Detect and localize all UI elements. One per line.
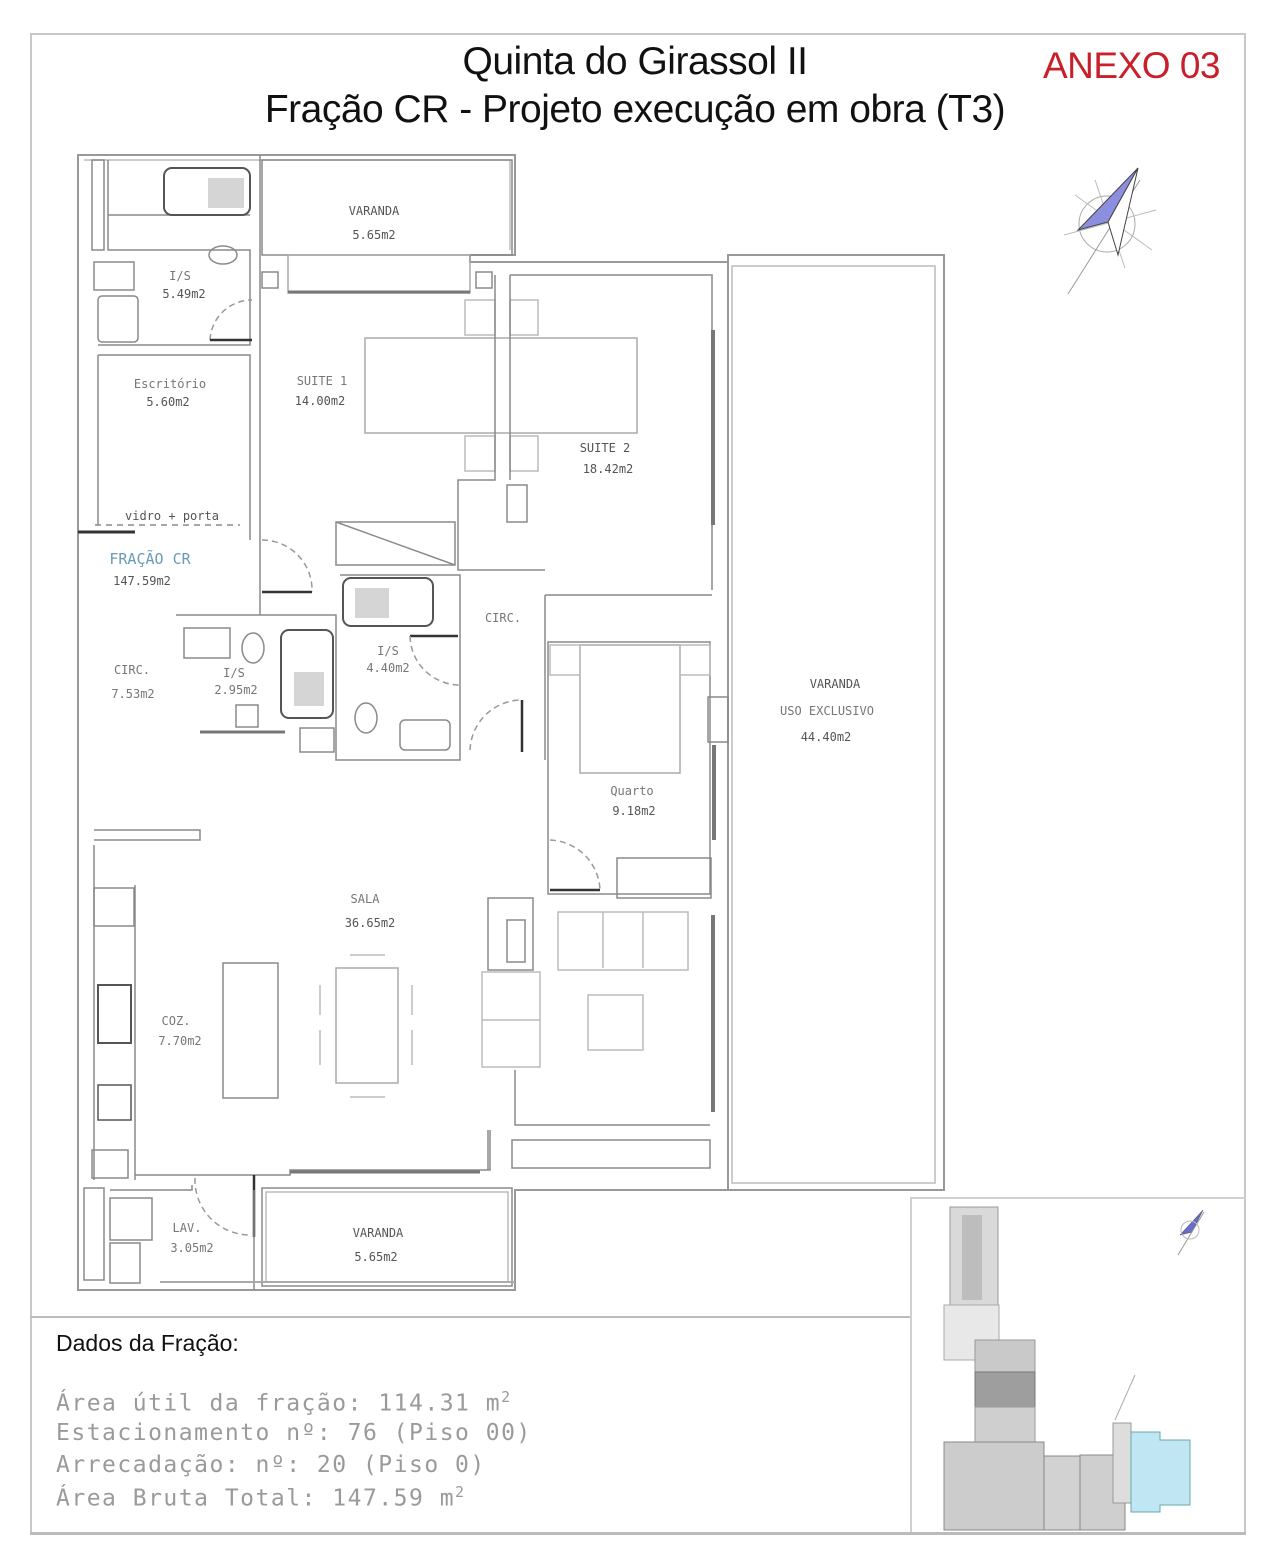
- room-name: SUITE 1: [297, 374, 348, 388]
- storage-label: Arrecadação: nº:: [56, 1452, 302, 1478]
- room-area: 7.70m2: [158, 1034, 201, 1048]
- room-area: 5.65m2: [352, 228, 395, 242]
- room-name: CIRC.: [114, 663, 150, 677]
- parking-value: 76 (Piso 00): [347, 1420, 532, 1446]
- room-name: VARANDA: [810, 677, 861, 691]
- section-divider: [30, 1316, 912, 1318]
- room-name: CIRC.: [485, 611, 521, 625]
- room-name: Quarto: [610, 784, 653, 798]
- fraction-name: FRAÇÃO CR: [109, 549, 191, 568]
- room-name: I/S: [223, 666, 245, 680]
- room-name: I/S: [169, 269, 191, 283]
- room-area: 44.40m2: [801, 730, 852, 744]
- room-area: 2.95m2: [214, 683, 257, 697]
- minimap-border-top: [910, 1197, 1246, 1199]
- gross-area-label: Área Bruta Total:: [56, 1485, 317, 1512]
- site-plan-minimap: [943, 1206, 1205, 1531]
- usable-area-value: 114.31 m: [378, 1390, 502, 1417]
- annotation-glass-door: vidro + porta: [125, 509, 219, 523]
- room-subname: USO EXCLUSIVO: [780, 704, 874, 718]
- parking-line: Estacionamento nº: 76 (Piso 00): [56, 1420, 532, 1446]
- room-area: 4.40m2: [366, 661, 409, 675]
- room-area: 9.18m2: [612, 804, 655, 818]
- room-area: 3.05m2: [170, 1241, 213, 1255]
- room-area: 18.42m2: [583, 462, 634, 476]
- fraction-subtitle: Fração CR - Projeto execução em obra (T3…: [264, 88, 1006, 131]
- gross-area-line: Área Bruta Total: 147.59 m2: [56, 1483, 466, 1512]
- usable-area-label: Área útil da fração:: [56, 1390, 363, 1417]
- data-panel-title: Dados da Fração:: [56, 1330, 239, 1356]
- unit-superscript: 2: [501, 1388, 512, 1406]
- room-name: LAV.: [173, 1221, 202, 1235]
- room-name: VARANDA: [353, 1226, 404, 1240]
- gross-area-value: 147.59 m: [332, 1485, 456, 1512]
- room-name: VARANDA: [349, 204, 400, 218]
- parking-label: Estacionamento nº:: [56, 1420, 333, 1446]
- room-area: 14.00m2: [295, 394, 346, 408]
- unit-superscript: 2: [455, 1483, 466, 1501]
- room-area: 5.65m2: [354, 1250, 397, 1264]
- project-title: Quinta do Girassol II: [462, 40, 809, 83]
- usable-area-line: Área útil da fração: 114.31 m2: [56, 1388, 512, 1417]
- north-arrow-icon: [1063, 167, 1157, 295]
- room-area: 5.49m2: [162, 287, 205, 301]
- room-name: I/S: [377, 644, 399, 658]
- storage-value: 20 (Piso 0): [316, 1452, 486, 1478]
- room-area: 5.60m2: [146, 395, 189, 409]
- room-area: 7.53m2: [111, 687, 154, 701]
- room-name: SALA: [351, 892, 381, 906]
- room-name: COZ.: [162, 1014, 191, 1028]
- fraction-area: 147.59m2: [113, 574, 171, 588]
- room-name: SUITE 2: [580, 441, 631, 455]
- annex-label: ANEXO 03: [1043, 45, 1220, 86]
- minimap-border: [910, 1197, 912, 1535]
- storage-line: Arrecadação: nº: 20 (Piso 0): [56, 1452, 486, 1478]
- frame-bottom-line: [30, 1532, 1246, 1535]
- room-name: Escritório: [134, 377, 206, 391]
- room-area: 36.65m2: [345, 916, 396, 930]
